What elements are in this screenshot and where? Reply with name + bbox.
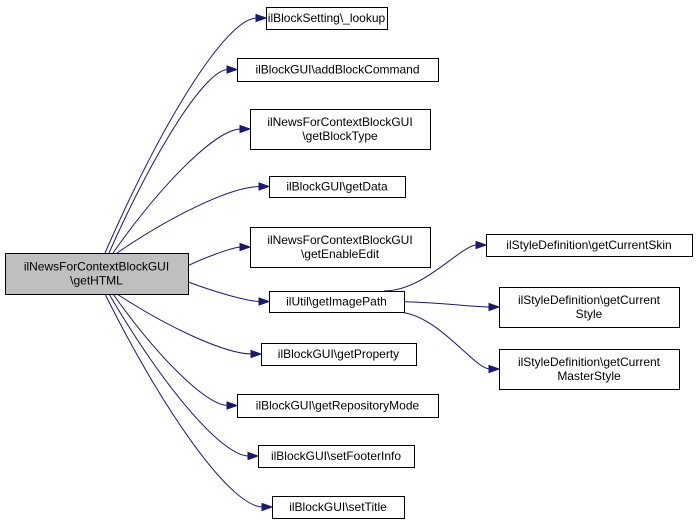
node-get-image-path[interactable]: ilUtil\getImagePath bbox=[269, 291, 405, 313]
edge-image-path-to-get-current-style bbox=[389, 301, 501, 312]
node-set-footer-info-label-line: ilBlockGUI\setFooterInfo bbox=[271, 449, 401, 463]
node-get-current-style-label-line: ilStyleDefinition\getCurrent bbox=[518, 293, 661, 307]
edge-root-to-get-block-type bbox=[112, 124, 252, 254]
node-get-block-type-label-line: \getBlockType bbox=[302, 129, 378, 143]
edge-root-to-get-data bbox=[116, 182, 271, 254]
node-get-current-style-box bbox=[499, 287, 680, 328]
node-get-repository-mode[interactable]: ilBlockGUI\getRepositoryMode bbox=[237, 394, 439, 418]
node-set-footer-info[interactable]: ilBlockGUI\setFooterInfo bbox=[258, 445, 415, 468]
node-get-current-skin[interactable]: ilStyleDefinition\getCurrentSkin bbox=[486, 234, 693, 257]
node-get-enable-edit-label-line: ilNewsForContextBlockGUI bbox=[267, 233, 412, 247]
edge-root-to-add-block-command bbox=[108, 65, 239, 254]
node-get-current-master-style-label-line: ilStyleDefinition\getCurrent bbox=[518, 355, 661, 369]
node-get-property-label-line: ilBlockGUI\getProperty bbox=[278, 347, 399, 361]
node-get-enable-edit-label-line: \getEnableEdit bbox=[301, 247, 380, 261]
node-get-property[interactable]: ilBlockGUI\getProperty bbox=[261, 343, 417, 366]
node-get-current-master-style-label-line: MasterStyle bbox=[557, 369, 621, 383]
edge-image-path-to-get-current-master-style bbox=[395, 311, 501, 374]
node-get-enable-edit[interactable]: ilNewsForContextBlockGUI\getEnableEdit bbox=[250, 227, 431, 268]
node-set-title[interactable]: ilBlockGUI\setTitle bbox=[272, 496, 405, 519]
node-get-image-path-box bbox=[269, 291, 405, 313]
node-set-title-label-line: ilBlockGUI\setTitle bbox=[289, 500, 387, 514]
edge-root-to-get-image-path bbox=[187, 281, 271, 306]
node-root-get-html-box bbox=[5, 253, 189, 295]
node-get-block-type-label-line: ilNewsForContextBlockGUI bbox=[267, 115, 412, 129]
edge-root-to-get-enable-edit bbox=[187, 242, 252, 267]
node-get-data[interactable]: ilBlockGUI\getData bbox=[269, 176, 406, 198]
node-get-current-skin-box bbox=[486, 234, 693, 257]
node-root-get-html[interactable]: ilNewsForContextBlockGUI\getHTML bbox=[5, 253, 189, 295]
node-get-data-box bbox=[269, 176, 406, 198]
edge-image-path-to-get-current-skin bbox=[383, 240, 488, 292]
node-get-repository-mode-label-line: ilBlockGUI\getRepositoryMode bbox=[256, 399, 420, 413]
node-root-get-html-label-line: \getHTML bbox=[70, 274, 123, 288]
node-block-setting-lookup[interactable]: ilBlockSetting\_lookup bbox=[266, 7, 388, 30]
node-root-get-html-label-line: ilNewsForContextBlockGUI bbox=[24, 260, 169, 274]
node-get-current-master-style-box bbox=[499, 349, 680, 390]
node-block-setting-lookup-label-line: ilBlockSetting\_lookup bbox=[268, 11, 386, 25]
node-block-setting-lookup-box bbox=[266, 7, 388, 30]
edge-root-to-set-title bbox=[104, 293, 274, 512]
edge-root-to-get-property bbox=[116, 293, 263, 359]
edge-root-to-get-repository-mode bbox=[112, 293, 239, 410]
edge-root-to-set-footer-info bbox=[108, 293, 260, 461]
edge-root-to-block-setting-lookup bbox=[104, 13, 268, 254]
node-get-property-box bbox=[261, 343, 417, 366]
node-get-repository-mode-box bbox=[237, 394, 439, 418]
node-get-block-type-box bbox=[250, 109, 431, 150]
node-get-enable-edit-box bbox=[250, 227, 431, 268]
node-get-current-style-label-line: Style bbox=[576, 307, 603, 321]
node-set-title-box bbox=[272, 496, 405, 519]
node-get-image-path-label-line: ilUtil\getImagePath bbox=[286, 295, 387, 309]
node-get-data-label-line: ilBlockGUI\getData bbox=[286, 180, 388, 194]
node-set-footer-info-box bbox=[258, 445, 415, 468]
node-add-block-command-label-line: ilBlockGUI\addBlockCommand bbox=[255, 63, 419, 77]
node-get-current-skin-label-line: ilStyleDefinition\getCurrentSkin bbox=[506, 238, 671, 252]
node-add-block-command[interactable]: ilBlockGUI\addBlockCommand bbox=[237, 58, 439, 82]
node-add-block-command-box bbox=[237, 58, 439, 82]
node-get-block-type[interactable]: ilNewsForContextBlockGUI\getBlockType bbox=[250, 109, 431, 150]
